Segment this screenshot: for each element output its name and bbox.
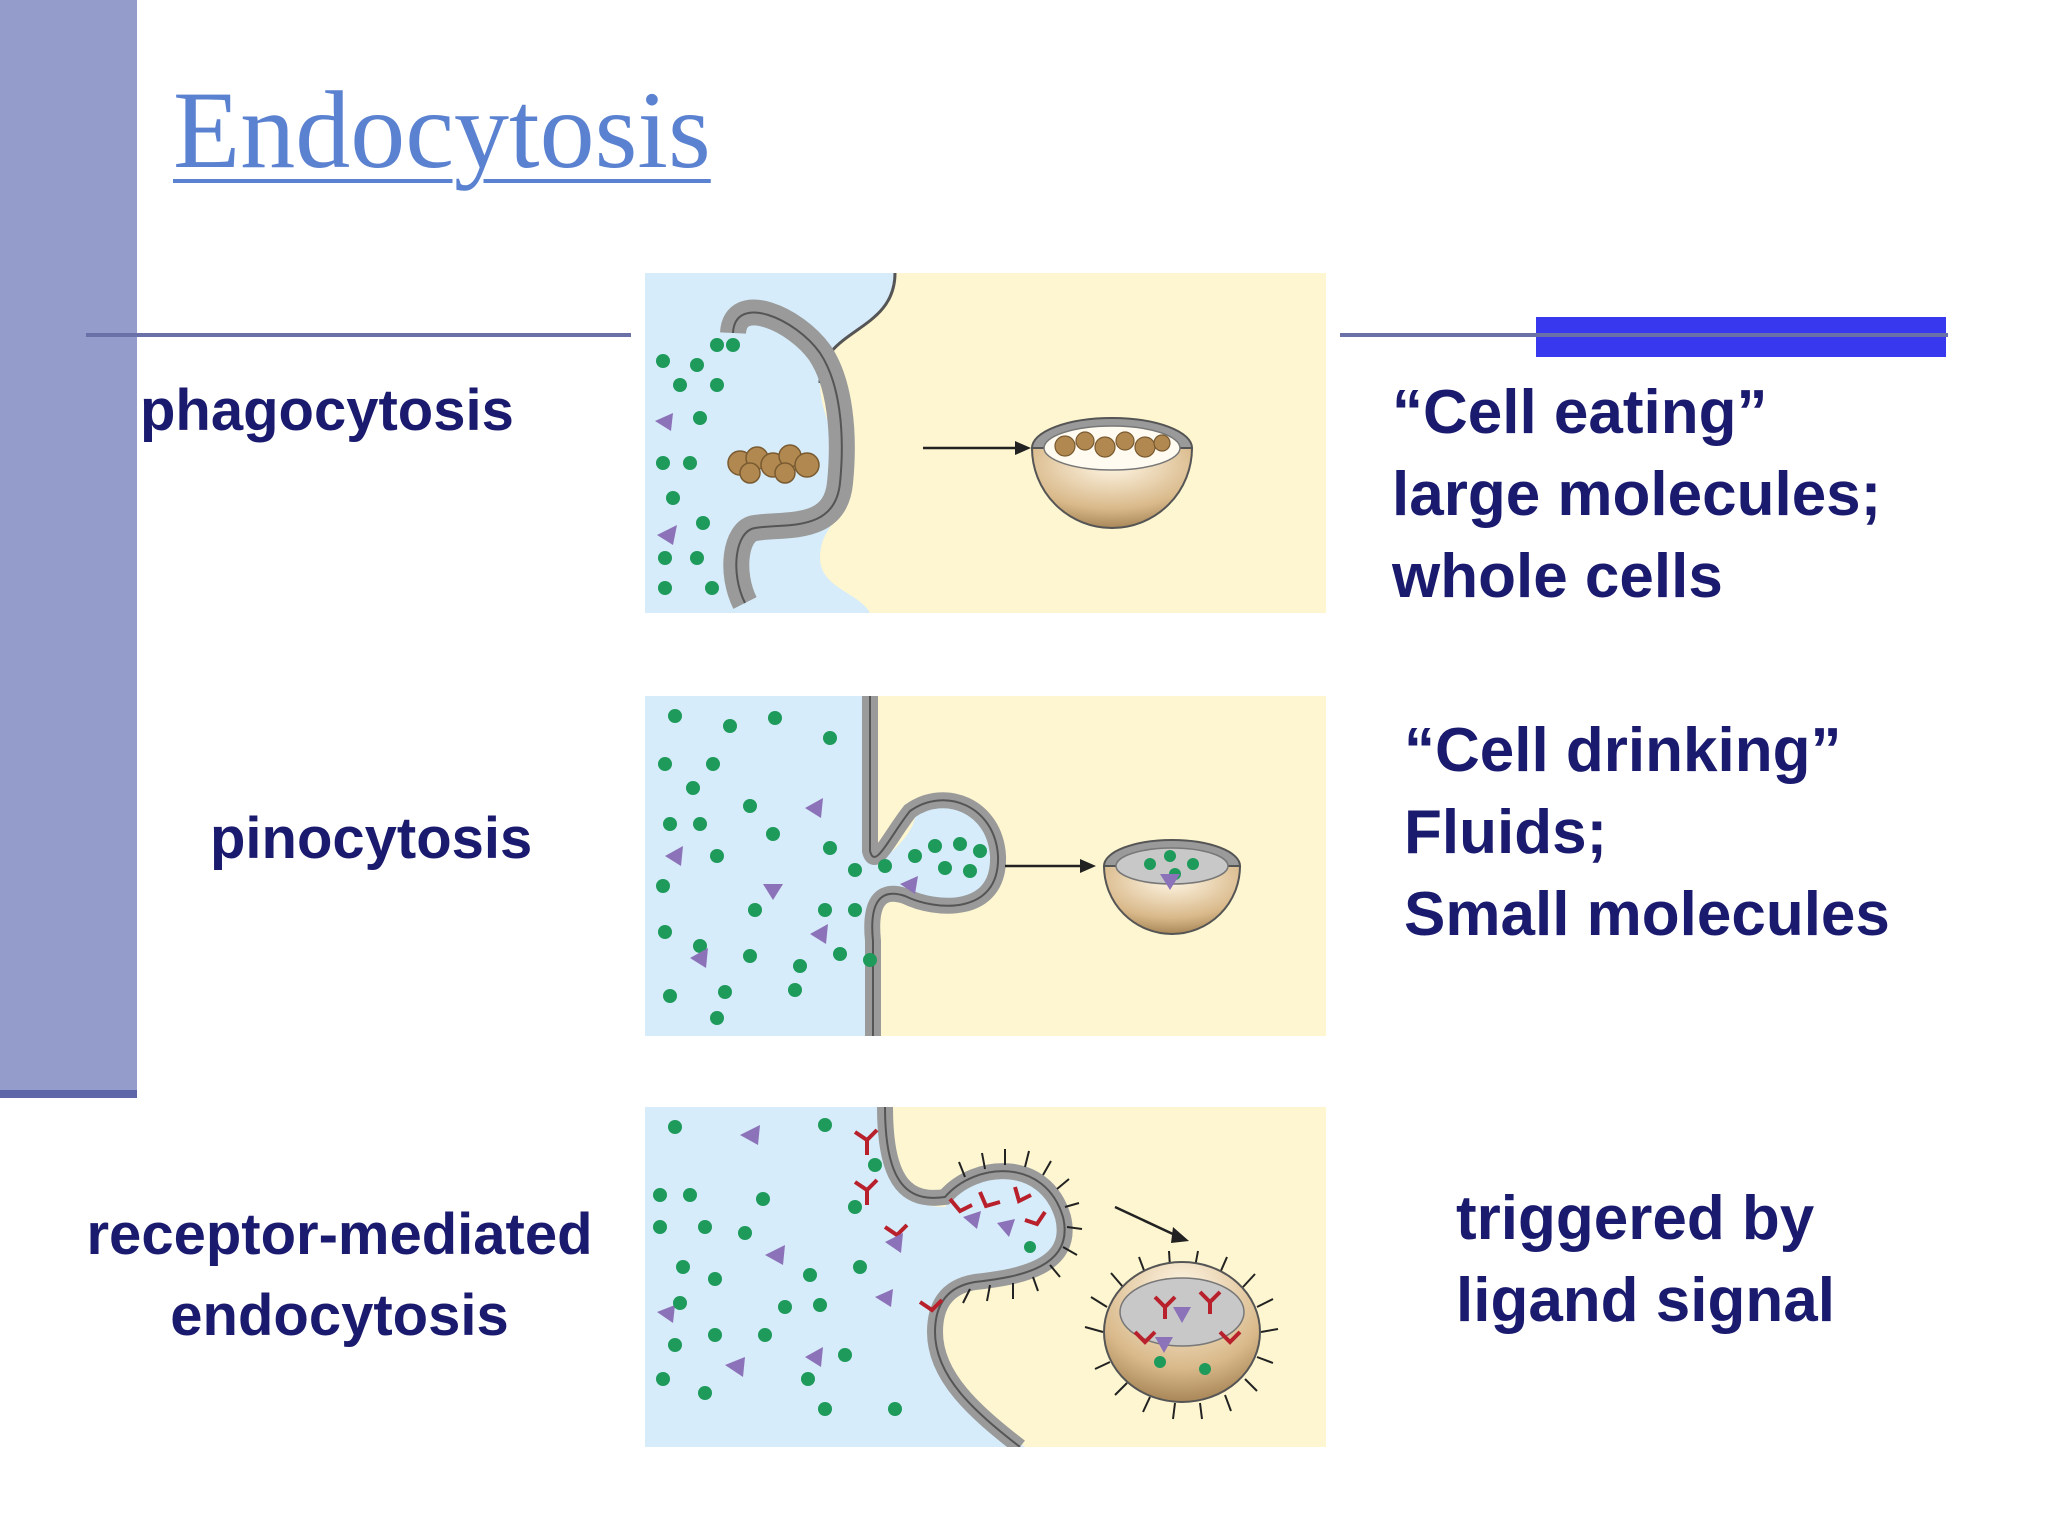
receptors [853, 1128, 1242, 1345]
description-pinocytosis: “Cell drinking” Fluids; Small molecules [1404, 716, 1890, 949]
label-pinocytosis: pinocytosis [210, 806, 533, 871]
phagosome [1030, 447, 1194, 529]
description-phagocytosis: “Cell eating” large molecules; whole cel… [1392, 378, 1882, 611]
engulfed-particles [727, 444, 820, 484]
label-receptor-mediated-endocytosis: receptor-mediated endocytosis [86, 1202, 593, 1349]
pinosome [1102, 865, 1242, 935]
receptor-mediated-diagram [645, 1107, 1326, 1447]
accent-line [1536, 333, 1946, 337]
description-receptor-mediated: triggered by ligand signal [1456, 1184, 1835, 1335]
page-title: Endocytosis [173, 69, 711, 191]
accent-bar [1536, 317, 1946, 357]
solute-dots [656, 338, 740, 595]
sidebar-bar [0, 0, 137, 1098]
label-phagocytosis: phagocytosis [140, 378, 514, 443]
divider-left [86, 333, 631, 337]
pinocytosis-diagram [645, 696, 1326, 1036]
coat-proteins [958, 1149, 1083, 1304]
phagocytosis-diagram [645, 273, 1326, 613]
